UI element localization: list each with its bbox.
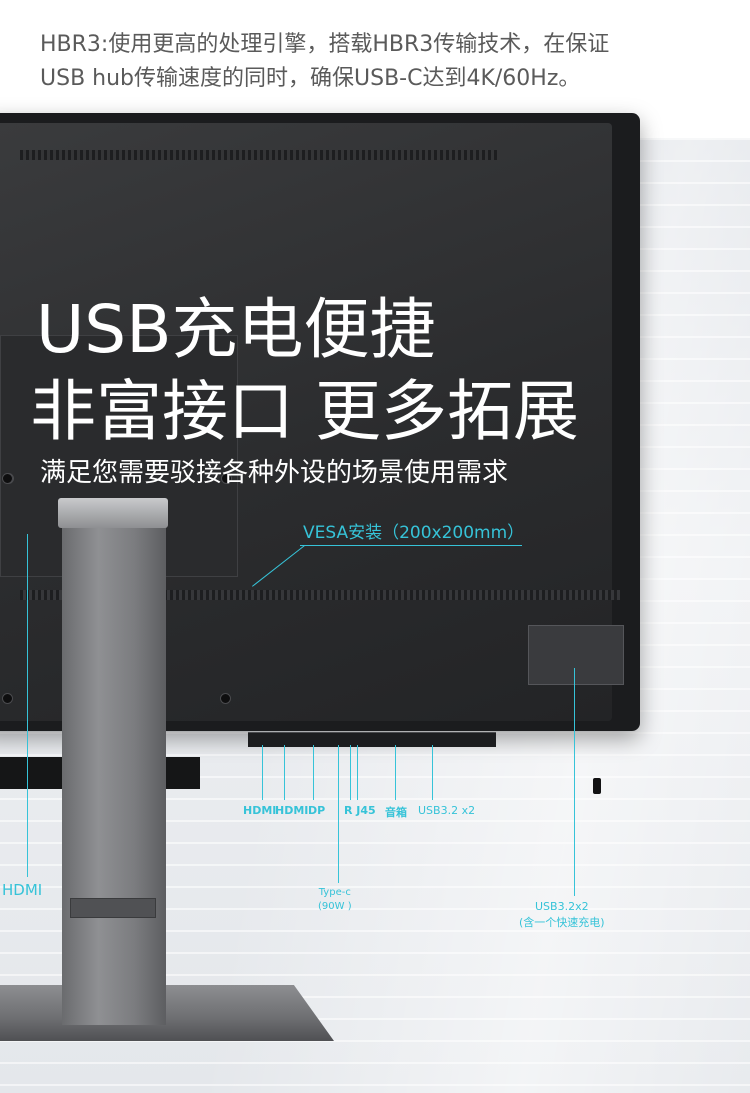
port-label-hdmi-2: HDMI	[275, 804, 309, 817]
usb-right-leader-line	[574, 668, 575, 896]
intro-line-1: HBR3:使用更高的处理引擎，搭载HBR3传输技术，在保证	[40, 32, 610, 57]
stand-cap	[58, 498, 168, 528]
typec-callout: Type-c (90W )	[318, 886, 352, 914]
port-label-speaker: 音箱	[385, 806, 407, 819]
typec-callout-line-1: Type-c	[318, 887, 351, 898]
typec-leader-line	[338, 745, 339, 883]
intro-line-2: USB hub传输速度的同时，确保USB-C达到4K/60Hz。	[40, 66, 581, 91]
top-vent	[20, 150, 500, 160]
bottom-vent	[20, 590, 620, 600]
port-leader-line	[357, 745, 358, 800]
headline-line-1: USB充电便捷	[36, 291, 436, 368]
typec-callout-line-2: (90W )	[318, 901, 352, 912]
port-leader-line	[313, 745, 314, 800]
usb-right-callout-line-2: (含一个快速充电)	[519, 916, 605, 929]
port-label-rj45: R J45	[344, 804, 376, 817]
usb-right-callout: USB3.2x2 (含一个快速充电)	[519, 899, 605, 931]
headline-line-2: 非富接口 更多拓展	[30, 373, 579, 450]
port-label-usb: USB3.2 x2	[418, 804, 476, 817]
lock-slot-icon	[593, 778, 601, 794]
stand-base	[0, 985, 334, 1041]
port-leader-line	[350, 745, 351, 800]
vesa-callout: VESA安装（200x200mm）	[303, 523, 525, 543]
subheading: 满足您需要驳接各种外设的场景使用需求	[40, 458, 509, 488]
screw-icon	[2, 693, 13, 704]
usb-right-callout-line-1: USB3.2x2	[535, 900, 589, 913]
port-leader-line	[395, 745, 396, 800]
rear-port-strip	[248, 732, 496, 747]
port-label-dp: DP	[308, 804, 326, 817]
port-leader-line	[432, 745, 433, 800]
screw-icon	[220, 693, 231, 704]
hdmi-left-callout: HDMI	[2, 881, 43, 899]
vesa-leader-line	[300, 545, 522, 546]
screw-icon	[221, 473, 232, 484]
side-usb-panel	[528, 625, 624, 685]
port-label-hdmi-1: HDMI	[243, 804, 277, 817]
port-leader-line	[262, 745, 263, 800]
hdmi-left-leader-line	[27, 534, 28, 877]
port-leader-line	[284, 745, 285, 800]
screw-icon	[2, 473, 13, 484]
stand-cable-clip	[70, 898, 156, 918]
intro-text: HBR3:使用更高的处理引擎，搭载HBR3传输技术，在保证 USB hub传输速…	[40, 28, 730, 96]
stand-neck	[62, 505, 166, 1025]
